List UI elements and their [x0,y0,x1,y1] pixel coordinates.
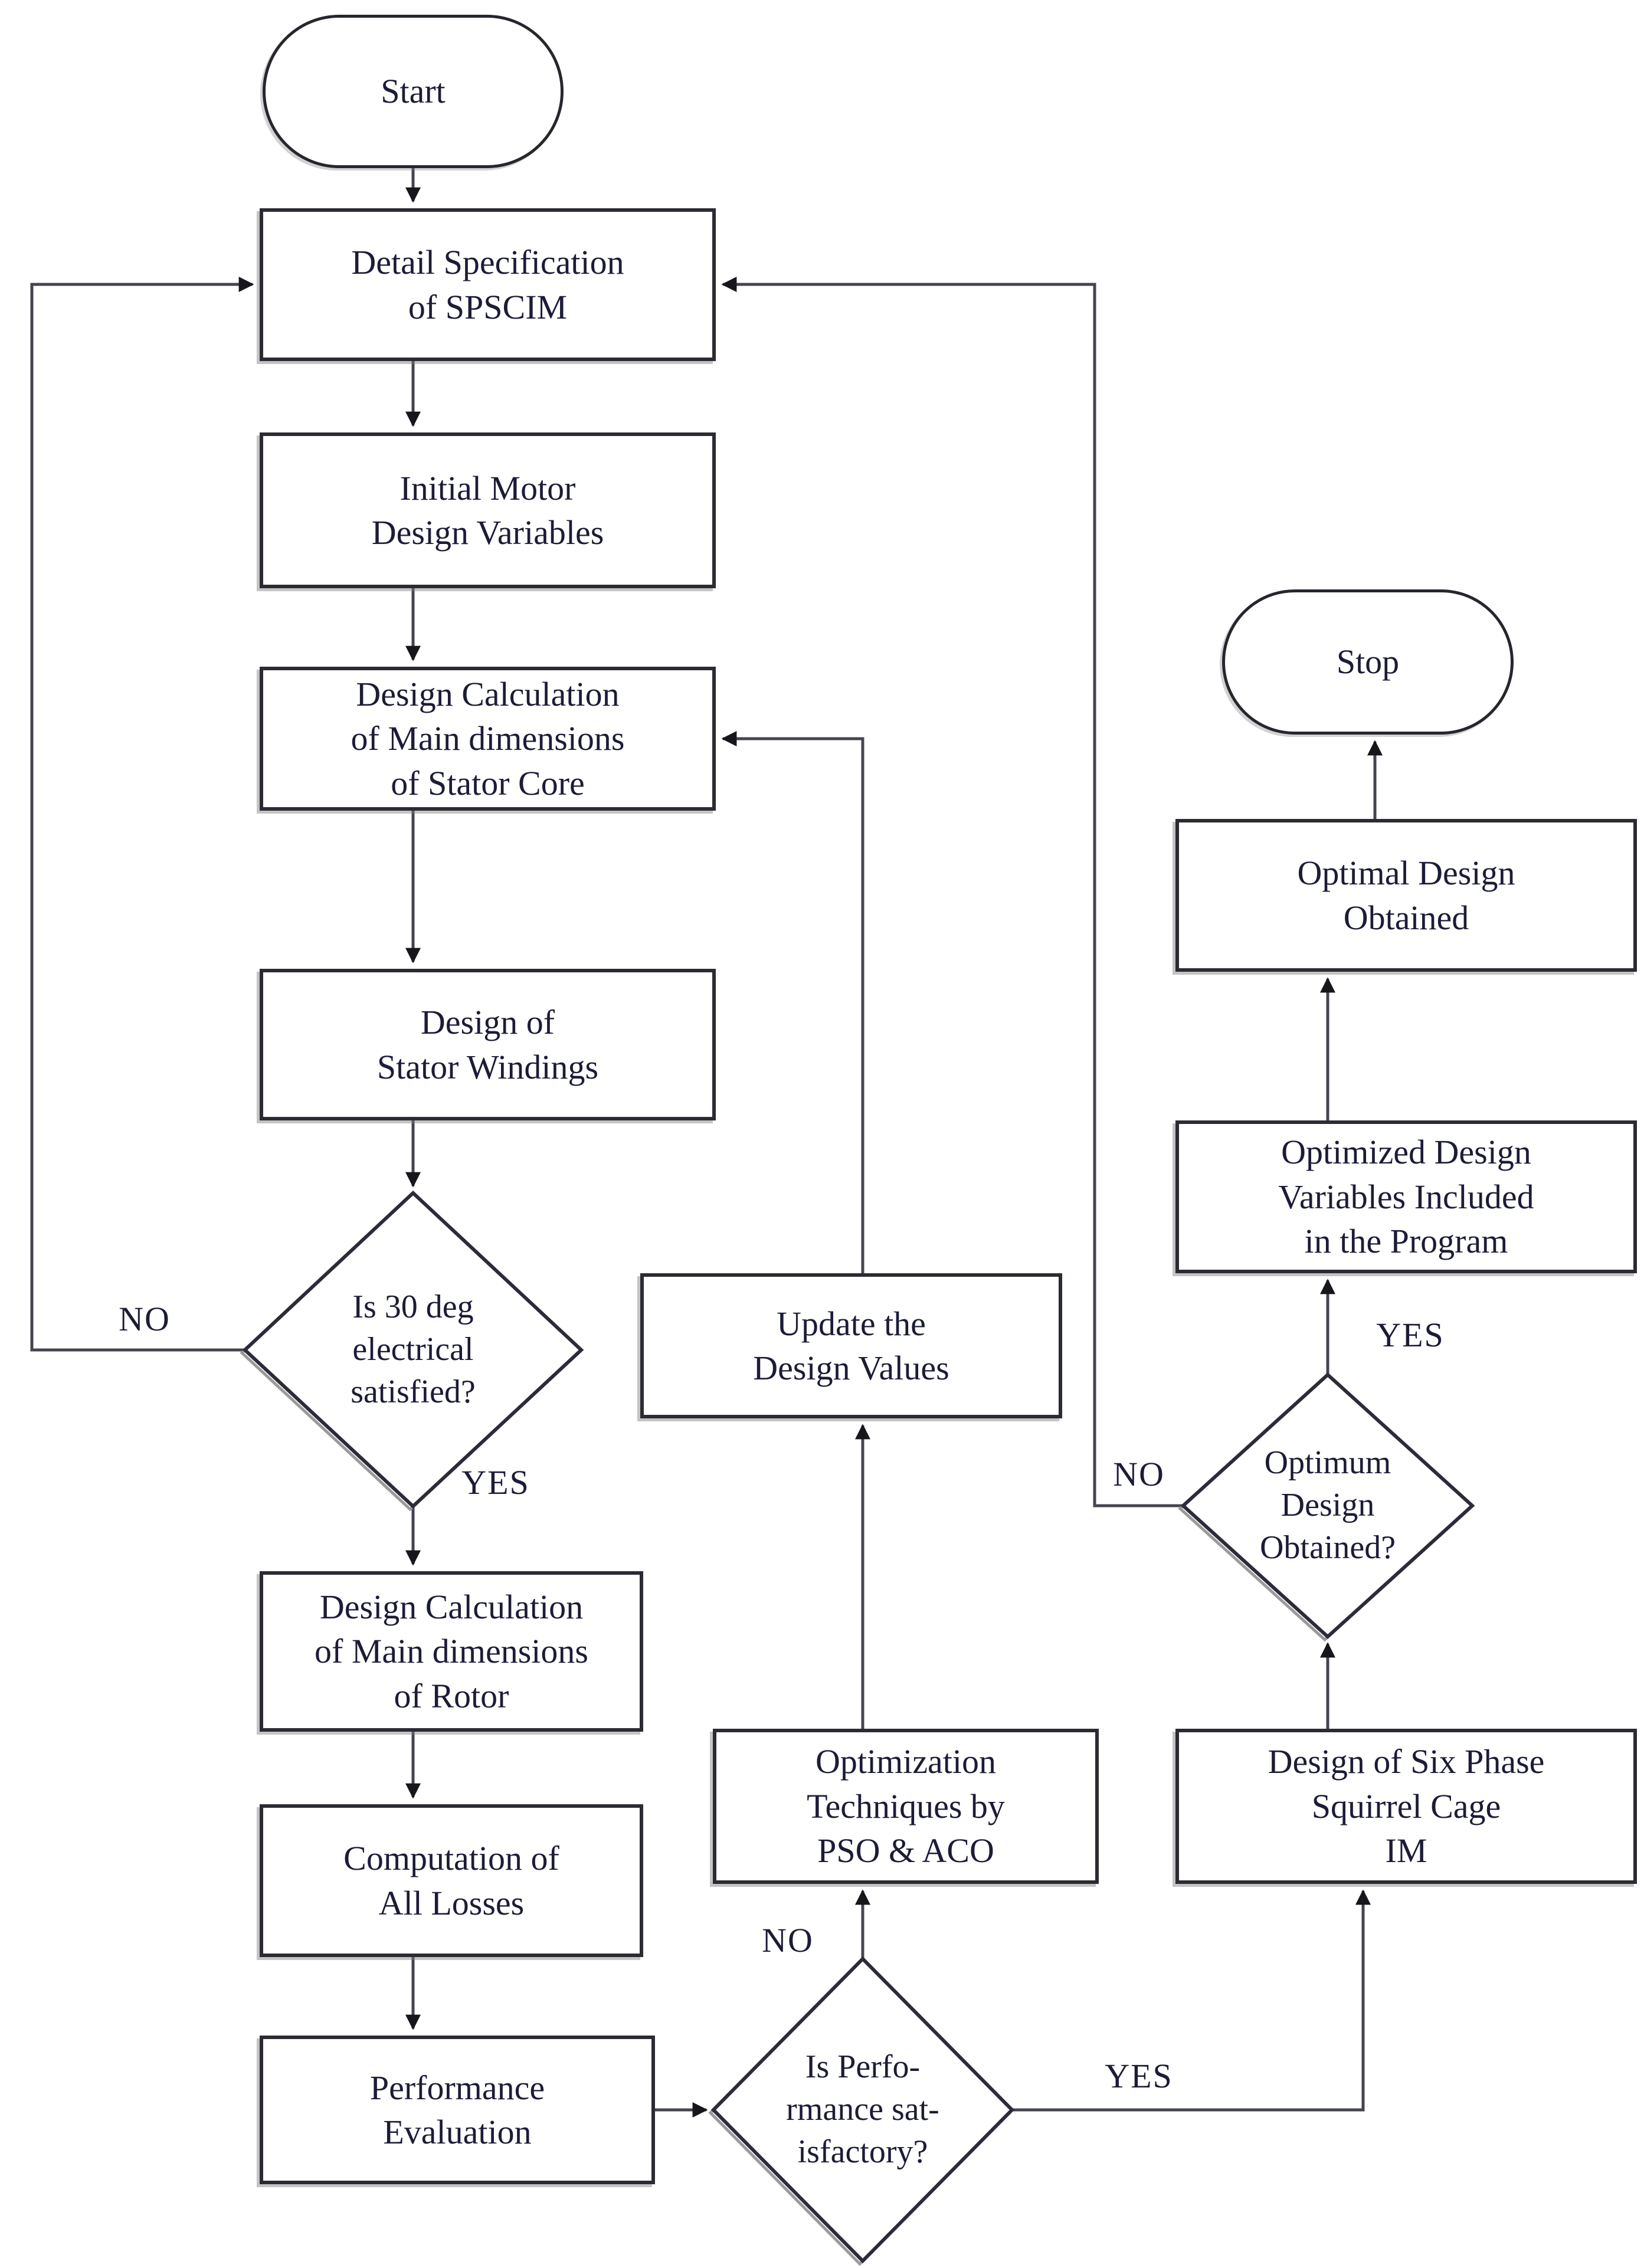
node-update-design-values: Update the Design Values [640,1273,1062,1418]
node-computation-of-all-losses: Computation of All Losses [260,1804,643,1957]
node-detail-specification: Detail Specification of SPSCIM [260,208,716,361]
node-deg30-decision-label: Is 30 deg electrical satisfied? [351,1289,476,1410]
edge-label-perf-yes: YES [1105,2056,1173,2095]
optimum-decision-diamond [1180,1372,1475,1640]
node-optimum-decision-label: Optimum Design Obtained? [1259,1444,1396,1566]
edge-label-perf-no: NO [762,1920,814,1959]
node-stator-windings-design: Design of Stator Windings [260,969,716,1120]
node-six-phase-squirrel-cage-im: Design of Six Phase Squirrel Cage IM [1175,1729,1637,1884]
node-start: Start [263,15,564,168]
perf-decision-diamond [710,1956,1015,2264]
edge-label-optimum-yes: YES [1376,1315,1445,1354]
node-initial-motor-design-variables: Initial Motor Design Variables [260,432,716,588]
edge-optimum-no-loop [721,277,1183,1507]
node-stator-core-calculation: Design Calculation of Main dimensions of… [260,667,716,811]
node-optimized-design-variables: Optimized Design Variables Included in t… [1175,1120,1637,1273]
node-optimization-techniques: Optimization Techniques by PSO & ACO [713,1729,1099,1884]
node-stop: Stop [1222,589,1514,735]
deg30-decision-diamond [242,1190,584,1509]
node-rotor-calculation: Design Calculation of Main dimensions of… [260,1571,643,1732]
node-perf-decision-label: Is Perfo- rmance sat- isfactory? [786,2049,939,2170]
edge-label-optimum-no: NO [1113,1454,1165,1493]
edge-perf-yes-to-six-phase [1012,1889,1371,2112]
edge-label-deg30-no: NO [119,1299,171,1338]
node-performance-evaluation: Performance Evaluation [260,2036,655,2184]
node-optimal-design-obtained: Optimal Design Obtained [1175,819,1637,972]
edge-deg30-no-loop [30,277,254,1352]
edge-label-deg30-yes: YES [461,1463,530,1502]
edge-update-to-stator-core [721,731,864,1273]
